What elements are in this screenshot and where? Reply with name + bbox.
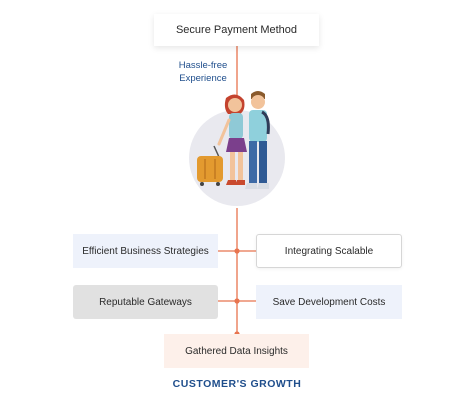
integrating-scalable-label: Integrating Scalable — [284, 245, 374, 257]
customers-growth-title: CUSTOMER'S GROWTH — [172, 378, 302, 390]
hassle-free-line1: Hassle-free — [178, 60, 228, 71]
efficient-strategies-label: Efficient Business Strategies — [82, 245, 209, 257]
integrating-scalable-box: Integrating Scalable — [256, 234, 402, 268]
junction-dot-2 — [234, 298, 240, 304]
junction-dot-1 — [234, 248, 240, 254]
reputable-gateways-box: Reputable Gateways — [73, 285, 218, 319]
hassle-free-line2: Experience — [179, 73, 227, 84]
secure-payment-label: Secure Payment Method — [175, 24, 298, 36]
data-insights-label: Gathered Data Insights — [185, 345, 288, 357]
hassle-free-label: Hassle-free Experience — [168, 59, 238, 85]
efficient-strategies-box: Efficient Business Strategies — [73, 234, 218, 268]
save-costs-box: Save Development Costs — [256, 285, 402, 319]
secure-payment-box: Secure Payment Method — [154, 14, 319, 46]
travelers-with-luggage-icon — [189, 91, 285, 206]
reputable-gateways-label: Reputable Gateways — [99, 296, 192, 308]
save-costs-label: Save Development Costs — [272, 296, 386, 308]
data-insights-box: Gathered Data Insights — [164, 334, 309, 368]
